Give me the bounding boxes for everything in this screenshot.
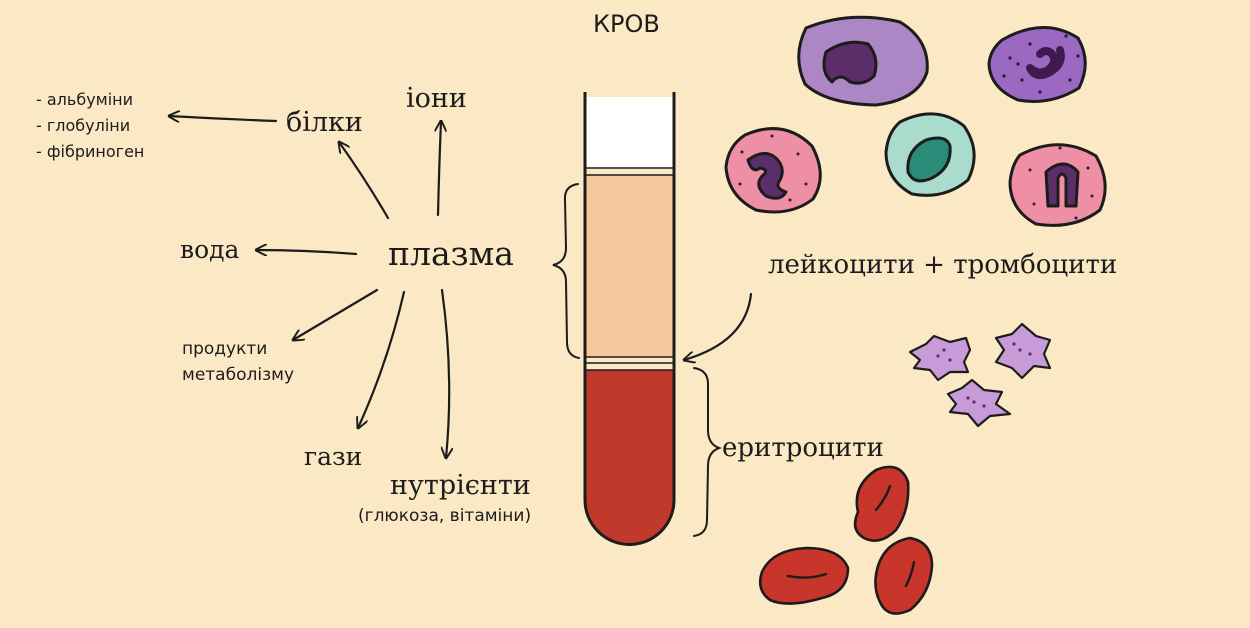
metabolism-products-line2: метаболізму <box>182 365 295 385</box>
erythrocytes-brace <box>693 367 722 537</box>
nucleus-basophil <box>1026 46 1065 80</box>
protein-fibrinogen: - фібриноген <box>36 142 145 161</box>
nucleus-eosinophil <box>746 152 788 200</box>
arrow-to-proteins <box>339 142 390 220</box>
red-blood-cell <box>874 536 934 615</box>
arrow-to-buffy-coat <box>684 292 753 360</box>
diagram-title: КРОВ <box>593 10 660 38</box>
nucleus-monocyte <box>822 40 878 85</box>
arrow-to-nutrients <box>442 288 449 458</box>
arrow-to-metabolism <box>293 288 379 340</box>
erythrocytes-label: еритроцити <box>722 433 884 463</box>
red-blood-cell <box>758 546 850 605</box>
nucleus-lymphocyte <box>906 136 952 183</box>
nutrients-note: (глюкоза, вітаміни) <box>358 506 532 526</box>
plasma-label: плазма <box>388 234 514 273</box>
platelet <box>908 334 972 382</box>
metabolism-products-line1: продукти <box>182 339 268 359</box>
nucleus-neutrophil <box>1044 162 1080 208</box>
gases-label: гази <box>304 442 363 471</box>
proteins-label: білки <box>286 107 363 138</box>
arrow-to-ions <box>438 121 441 217</box>
plasma-brace <box>552 183 580 359</box>
platelet <box>994 322 1052 380</box>
protein-globulins: - глобуліни <box>36 116 131 135</box>
leukocytes-platelets-label: лейкоцити + тромбоцити <box>768 250 1118 280</box>
water-label: вода <box>180 235 240 264</box>
ions-label: іони <box>406 83 467 114</box>
white-cell-basophil <box>987 26 1087 103</box>
protein-albumins: - альбуміни <box>36 90 134 109</box>
test-tube <box>583 92 676 546</box>
arrow-to-water <box>256 250 358 254</box>
platelet <box>946 378 1012 428</box>
nutrients-label: нутрієнти <box>390 470 531 501</box>
arrow-proteins-to-list <box>169 116 278 121</box>
arrow-to-gases <box>358 290 406 428</box>
